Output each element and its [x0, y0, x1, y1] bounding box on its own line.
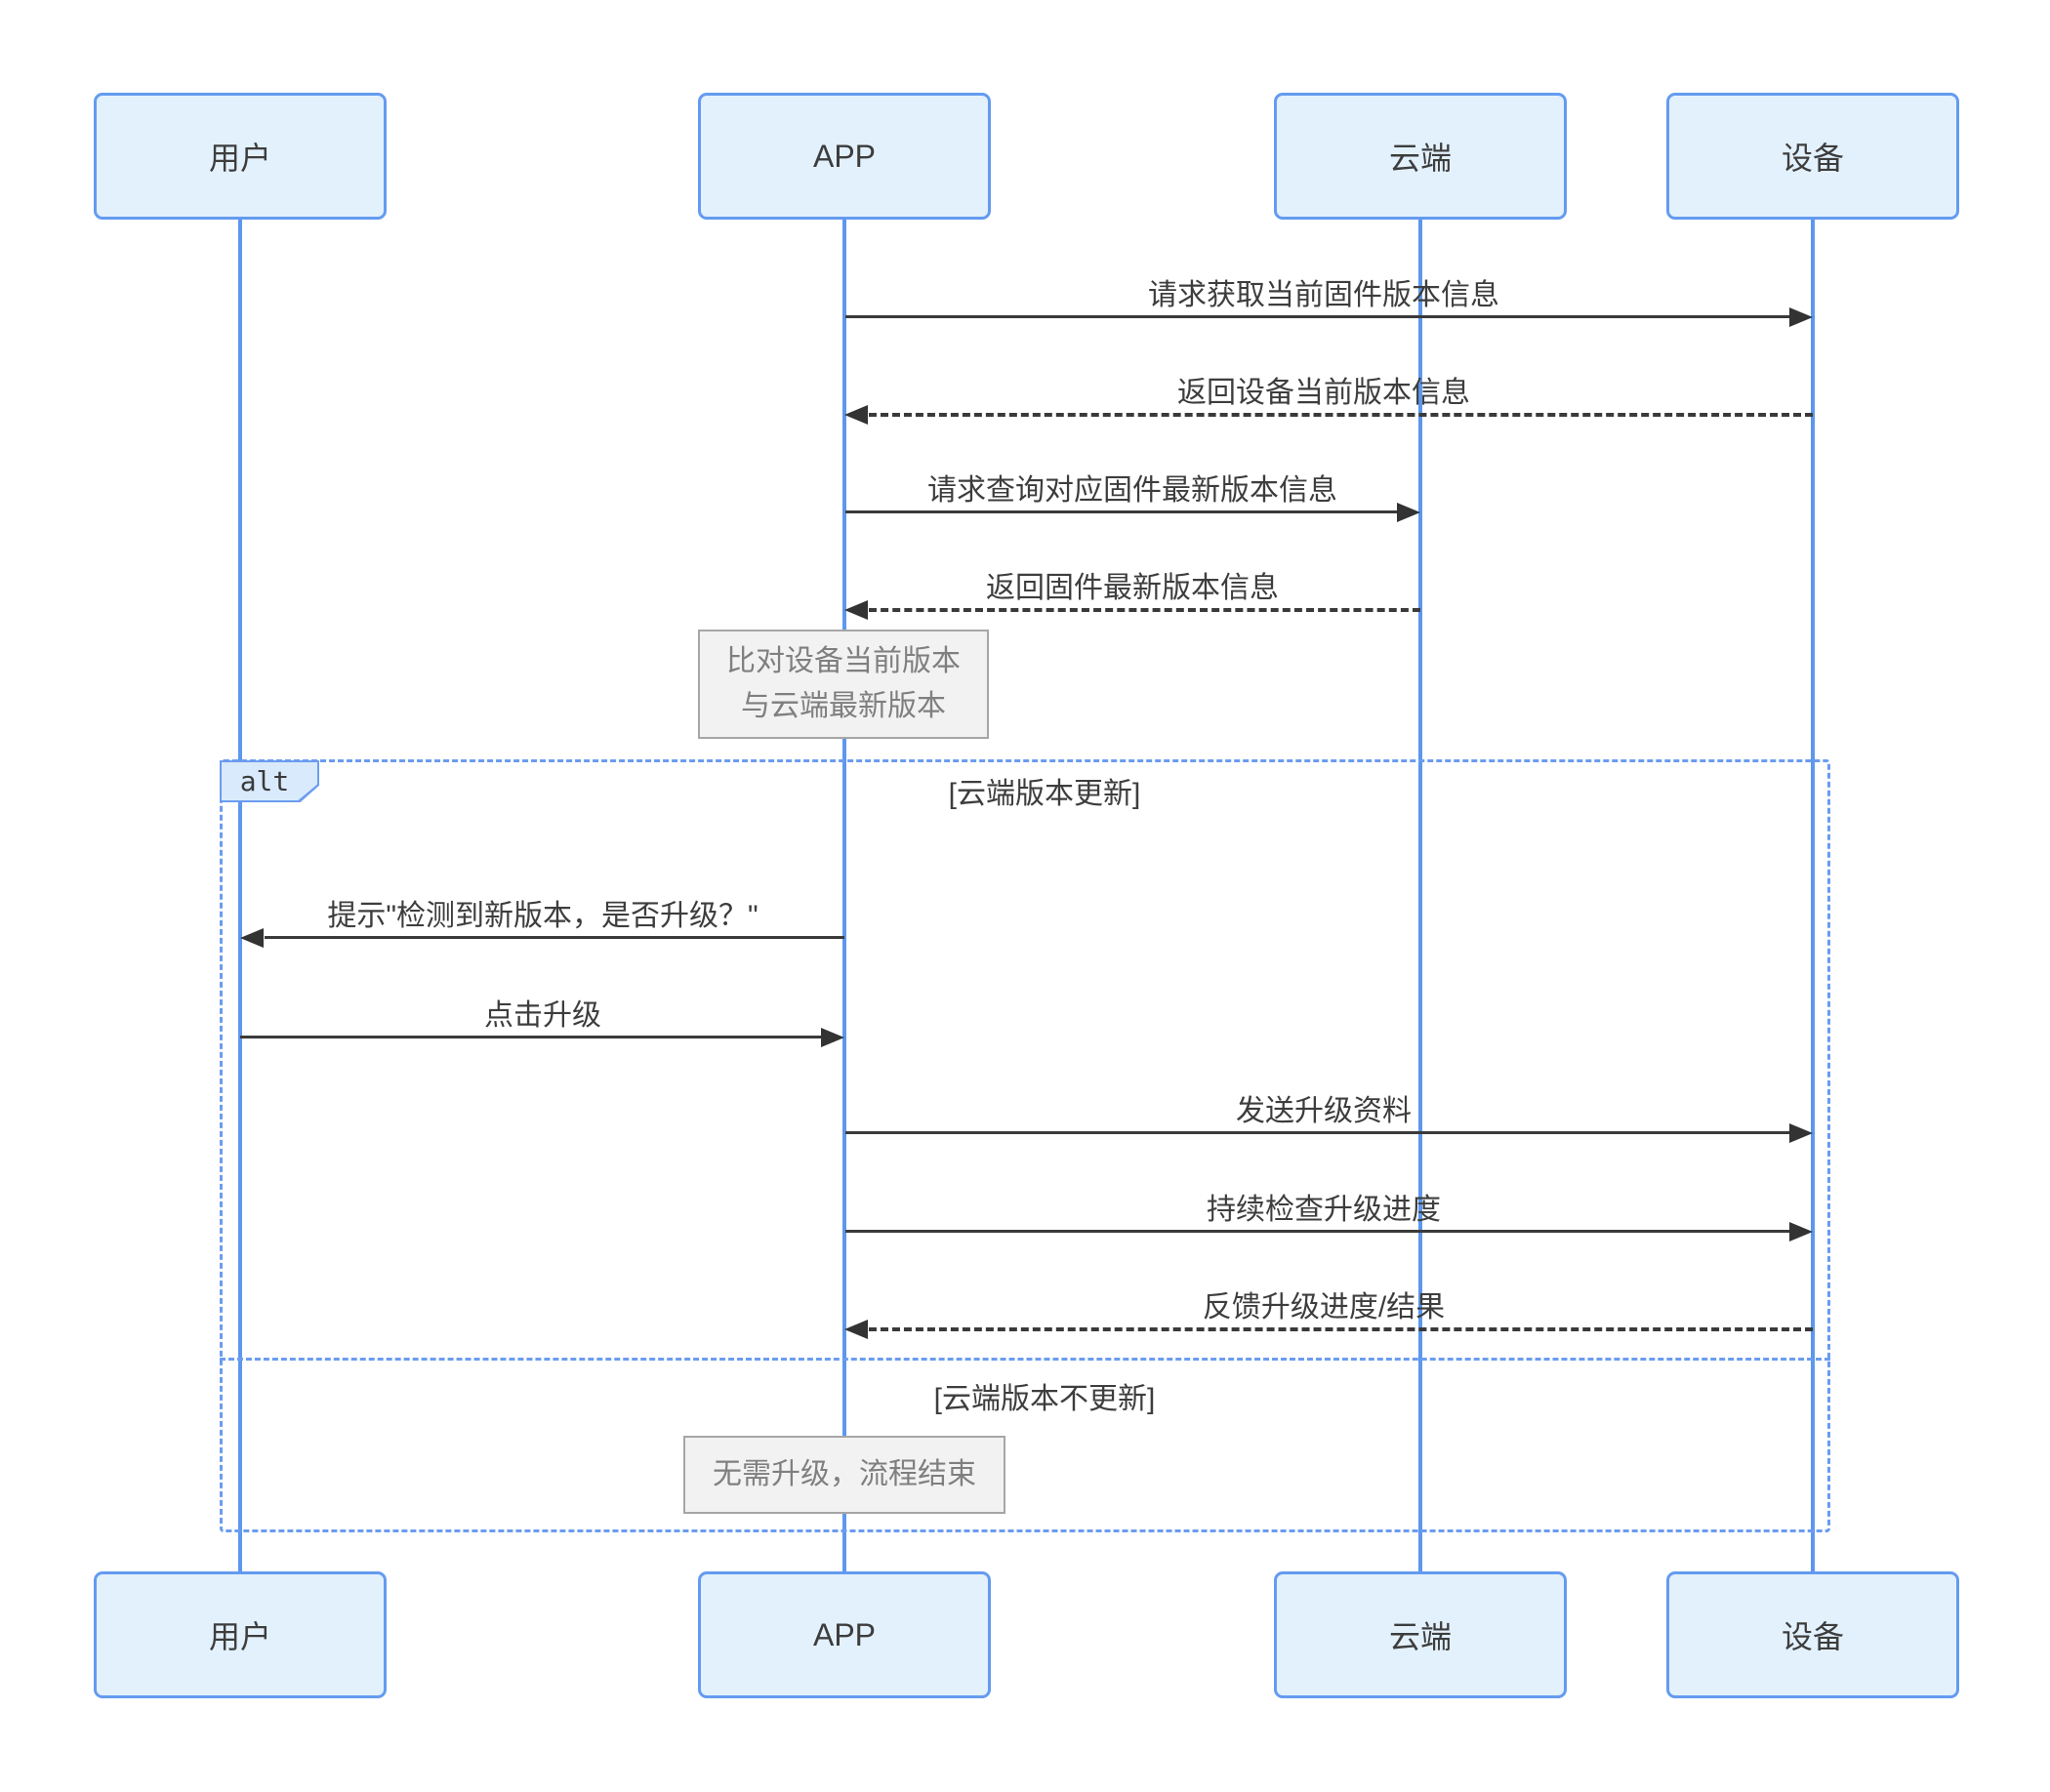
guard-cloud-not-updated: [云端版本不更新] — [933, 1383, 1156, 1415]
actor-label: 云端 — [1388, 1619, 1452, 1654]
actor-box-cloud-bottom: 云端 — [1274, 1571, 1567, 1698]
alt-fragment-frame — [220, 759, 1830, 1532]
message-label: 持续检查升级进度 — [1207, 1194, 1441, 1226]
actor-label: 云端 — [1388, 141, 1452, 176]
guard-cloud-updated: [云端版本更新] — [948, 778, 1141, 810]
message-line — [845, 315, 1791, 318]
actor-label: 用户 — [208, 141, 271, 176]
actor-box-device-bottom: 设备 — [1666, 1571, 1959, 1698]
message-line — [240, 1036, 821, 1039]
message-line — [265, 936, 844, 939]
actor-box-user-top: 用户 — [94, 93, 387, 220]
arrowhead-right — [1397, 503, 1420, 522]
message-label: 点击升级 — [484, 999, 601, 1032]
lifeline-app — [842, 220, 846, 1571]
actor-box-cloud-top: 云端 — [1274, 93, 1567, 220]
note-line: 比对设备当前版本 — [726, 645, 961, 677]
message-label: 请求获取当前固件版本信息 — [1148, 279, 1499, 311]
arrowhead-left — [844, 600, 868, 620]
actor-box-app-bottom: APP — [698, 1571, 991, 1698]
lifeline-cloud — [1418, 220, 1422, 1571]
alt-fragment-divider — [220, 1358, 1830, 1361]
arrowhead-right — [1789, 307, 1813, 327]
actor-label: 设备 — [1781, 141, 1844, 176]
arrowhead-left — [240, 928, 264, 948]
actor-label: 用户 — [208, 1619, 271, 1654]
lifeline-user — [238, 220, 242, 1571]
message-label: 发送升级资料 — [1236, 1095, 1412, 1127]
actor-box-app-top: APP — [698, 93, 991, 220]
alt-operator-tab: alt — [220, 760, 319, 802]
arrowhead-left — [844, 405, 868, 425]
actor-box-user-bottom: 用户 — [94, 1571, 387, 1698]
message-label: 返回设备当前版本信息 — [1177, 377, 1470, 409]
actor-box-device-top: 设备 — [1666, 93, 1959, 220]
arrowhead-right — [821, 1028, 844, 1047]
message-label: 返回固件最新版本信息 — [986, 572, 1279, 604]
message-label: 反馈升级进度/结果 — [1202, 1291, 1446, 1324]
message-line — [869, 608, 1420, 612]
message-line — [869, 1327, 1813, 1331]
note-compare-versions: 比对设备当前版本 与云端最新版本 — [698, 630, 989, 739]
lifeline-device — [1811, 220, 1815, 1571]
note-line: 无需升级，流程结束 — [713, 1458, 976, 1490]
actor-label: 设备 — [1781, 1619, 1844, 1654]
arrowhead-right — [1789, 1123, 1813, 1143]
message-label: 提示"检测到新版本，是否升级？" — [327, 900, 758, 932]
message-line — [845, 1131, 1791, 1134]
note-line: 与云端最新版本 — [741, 690, 946, 722]
actor-label: APP — [812, 1616, 877, 1652]
message-line — [845, 510, 1397, 513]
message-line — [845, 1230, 1791, 1233]
note-no-upgrade: 无需升级，流程结束 — [683, 1436, 1005, 1514]
alt-operator-label: alt — [222, 762, 317, 800]
arrowhead-right — [1789, 1222, 1813, 1242]
message-label: 请求查询对应固件最新版本信息 — [927, 474, 1337, 507]
actor-label: APP — [812, 138, 877, 174]
message-line — [869, 413, 1813, 417]
arrowhead-left — [844, 1320, 868, 1339]
